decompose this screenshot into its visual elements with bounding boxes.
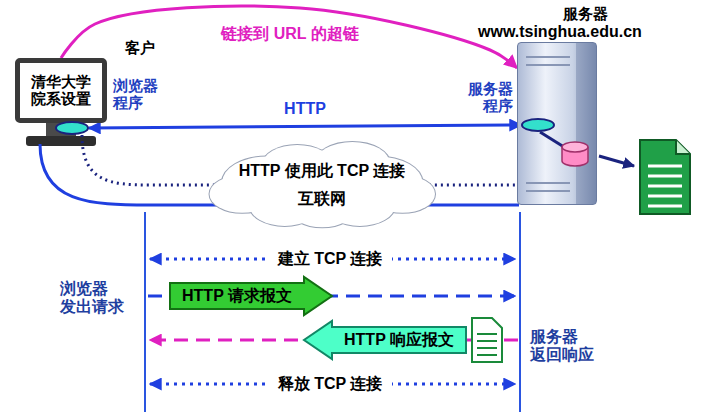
node-text: HTTP 请求报文 (170, 281, 304, 311)
node-text: HTTP 使用此 TCP 连接 (239, 162, 406, 180)
internet-cloud: HTTP 使用此 TCP 连接互联网 (197, 142, 448, 229)
document-icon (640, 140, 690, 214)
node-text: www.tsinghua.edu.cn (478, 23, 642, 41)
note-label: 释放 TCP 连接 (268, 373, 393, 395)
note-label: 建立 TCP 连接 (268, 248, 393, 270)
file-arrow (599, 156, 634, 166)
document-lines (477, 334, 497, 355)
cloud-shape (197, 142, 448, 229)
node-text: 互联网 (298, 190, 346, 208)
edge-label: HTTP (281, 100, 329, 118)
storage-cylinder (562, 142, 588, 152)
monitor-base (26, 136, 96, 146)
program-link (540, 132, 564, 147)
document-lines (648, 166, 682, 206)
server-tower: 服务器www.tsinghua.edu.cn服务器 程序 (517, 42, 597, 205)
node-text: 浏览器 程序 (113, 77, 163, 112)
client-timeline (144, 212, 146, 412)
node-text: 清华大学 院系设置 (28, 73, 94, 108)
hyperlink-arrow (61, 6, 517, 68)
cloud-fill (289, 189, 354, 227)
message-arrow (304, 321, 466, 359)
note-label: 服务器 返回响应 (530, 328, 596, 365)
node-text: 客户 (125, 39, 155, 56)
request-message: HTTP 请求报文 (170, 281, 332, 311)
cloud-outline (289, 189, 354, 227)
document-fold (676, 140, 690, 154)
tower-side (576, 43, 596, 204)
program-ellipse: 浏览器 程序 (55, 121, 89, 135)
edge-label: 链接到 URL 的超链 (218, 25, 361, 43)
node-text: 服务器 (563, 5, 608, 22)
program-ellipse: 服务器 程序 (521, 118, 555, 132)
message-arrow (170, 277, 332, 315)
node-text: HTTP 响应报文 (332, 325, 466, 355)
http-arrow (89, 125, 521, 128)
note-label: 浏览器 发出请求 (60, 280, 126, 317)
document-icon (472, 318, 502, 362)
response-message: HTTP 响应报文 (304, 325, 466, 355)
monitor-screen: 客户清华大学 院系设置 (15, 58, 107, 123)
node-text: 服务器 程序 (463, 80, 513, 115)
server-timeline (519, 212, 521, 412)
tcp-connection-line (82, 135, 517, 185)
